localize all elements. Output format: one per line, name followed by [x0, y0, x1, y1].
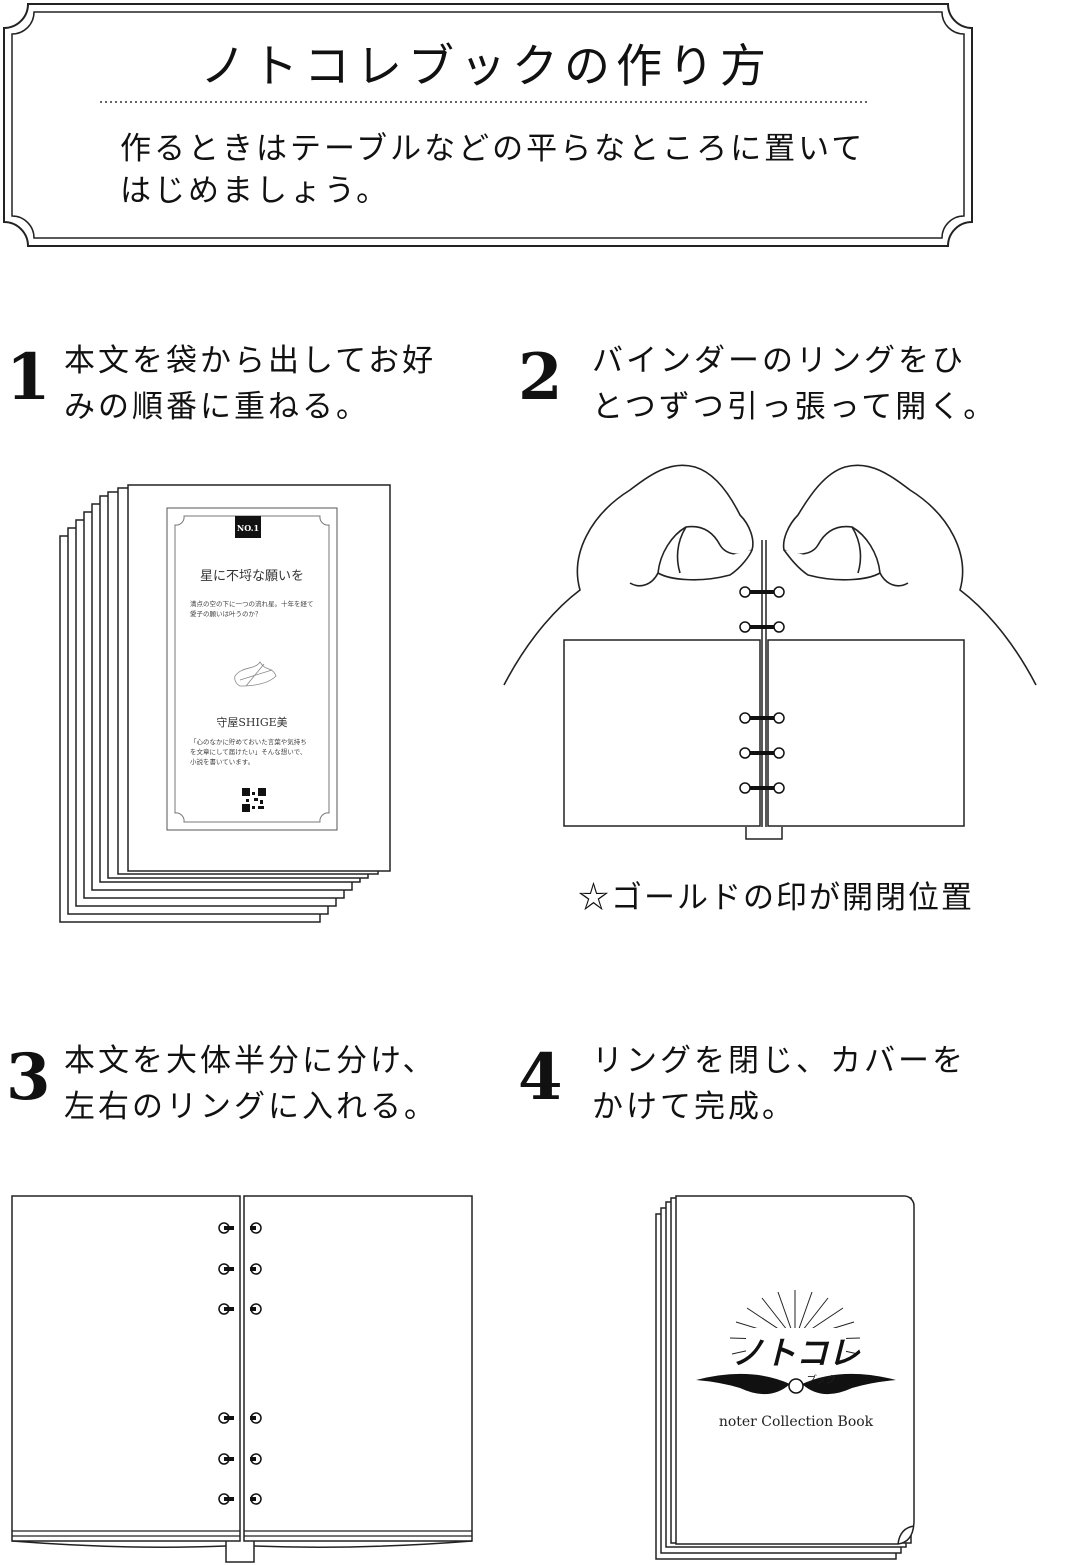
- logo-caption: noter Collection Book: [719, 1414, 874, 1430]
- open-rings-illustration: [503, 464, 1037, 840]
- step-2-line-1: バインダーのリングをひ: [592, 343, 966, 379]
- qr-code-icon: [242, 788, 266, 812]
- step-4-text: リングを閉じ、カバーを かけて完成。: [592, 1038, 1012, 1130]
- card-bio-1: 「心のなかに貯めておいた言葉や気持ち: [190, 737, 307, 746]
- finished-book-illustration: ノトコレ ブック noter Collection Book: [655, 1195, 915, 1560]
- step-2-text: バインダーのリングをひ とつずつ引っ張って開く。: [592, 338, 1052, 430]
- logo-sub: ブック: [805, 1374, 836, 1386]
- step-3-number: 3: [6, 1040, 51, 1115]
- card-title: 星に不埒な願いを: [200, 569, 304, 584]
- step-3-line-1: 本文を大体半分に分け、: [64, 1043, 437, 1079]
- intro-line-1: 作るときはテーブルなどの平らなところに置いて: [120, 131, 866, 167]
- intro-text: 作るときはテーブルなどの平らなところに置いて はじめましょう。: [120, 128, 920, 212]
- card-badge: NO.1: [237, 523, 259, 533]
- step-1-line-2: みの順番に重ねる。: [64, 389, 370, 425]
- logo-main: ノトコレ: [732, 1334, 861, 1372]
- card-author: 守屋SHIGE美: [216, 715, 287, 729]
- step-1-text: 本文を袋から出してお好 みの順番に重ねる。: [64, 338, 484, 430]
- step-3-text: 本文を大体半分に分け、 左右のリングに入れる。: [64, 1038, 484, 1130]
- card-bio-2: を文章にして届けたい」そんな想いで、: [190, 747, 306, 756]
- hands-icon: [503, 464, 1037, 686]
- intro-line-2: はじめましょう。: [120, 173, 391, 209]
- page-title: ノトコレブックの作り方: [200, 39, 772, 93]
- card-desc-1: 満点の空の下に一つの流れ星。十年を経て: [190, 599, 314, 608]
- pages-in-rings-illustration: [11, 1195, 473, 1563]
- stacked-pages-illustration: NO.1 星に不埒な願いを 満点の空の下に一つの流れ星。十年を経て 愛子の願いは…: [59, 484, 391, 923]
- step-4-line-1: リングを閉じ、カバーを: [592, 1043, 966, 1079]
- header-frame: [3, 3, 973, 247]
- step-2-line-2: とつずつ引っ張って開く。: [592, 389, 998, 425]
- step-4-line-2: かけて完成。: [592, 1089, 796, 1125]
- step-1-number: 1: [6, 340, 51, 415]
- step-2-note: ☆ゴールドの印が開閉位置: [578, 880, 974, 916]
- step-1-line-1: 本文を袋から出してお好: [64, 343, 437, 379]
- open-rings: [750, 590, 774, 790]
- step-3-line-2: 左右のリングに入れる。: [64, 1089, 438, 1125]
- card-desc-2: 愛子の願いは叶うのか？: [190, 609, 262, 618]
- card-illustration-icon: [234, 661, 277, 687]
- card-bio-3: 小説を書いています。: [190, 757, 254, 766]
- step-4-number: 4: [518, 1040, 563, 1115]
- step-2-number: 2: [518, 340, 563, 415]
